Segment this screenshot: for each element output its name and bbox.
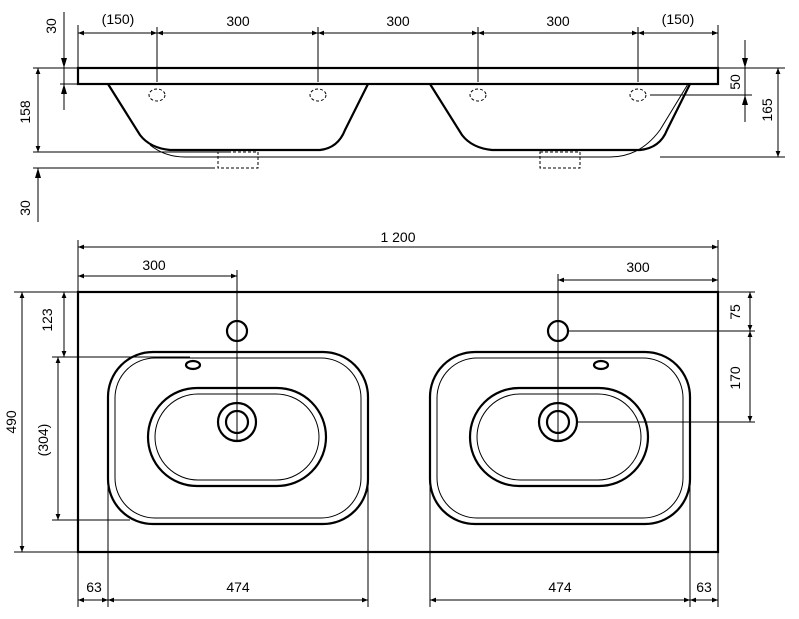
dim-label: 63 [696, 579, 712, 595]
dim-label: 165 [759, 98, 775, 122]
dim-label: (150) [102, 11, 135, 27]
dim-label: 474 [226, 579, 250, 595]
tap-hole [469, 88, 487, 102]
dim-label: 30 [43, 18, 59, 34]
left-drain-outline [217, 151, 259, 169]
side-view: (150) 300 300 300 (150) 30 158 30 50 165 [17, 11, 785, 222]
left-bowl-profile [107, 83, 369, 152]
dim-label: 300 [546, 13, 570, 29]
bowl-bottom-line [149, 83, 689, 158]
tap-hole [309, 88, 327, 102]
dim-label: 300 [626, 259, 650, 275]
dim-label: 300 [386, 13, 410, 29]
overflow-hole [592, 359, 610, 371]
dim-label: 158 [17, 100, 33, 124]
dim-label: 300 [226, 13, 250, 29]
tap-hole [148, 88, 166, 102]
plan-view: 1 200 300 300 490 123 (304) 75 170 63 47… [3, 229, 755, 607]
dim-label: 30 [17, 200, 33, 216]
dim-label: 1 200 [380, 229, 415, 245]
countertop-edge [76, 66, 720, 86]
dim-label: 300 [142, 257, 166, 273]
dim-label: 75 [727, 304, 743, 320]
dim-label: 170 [727, 366, 743, 390]
right-drain-outline [539, 151, 581, 169]
overflow-hole [184, 359, 202, 371]
dim-label: 123 [39, 308, 55, 332]
dim-label: (150) [662, 11, 695, 27]
dim-label: (304) [35, 424, 51, 457]
right-bowl-profile [429, 83, 691, 152]
dim-label: 50 [727, 74, 743, 90]
tap-hole [629, 88, 647, 102]
dim-label: 474 [548, 579, 572, 595]
left-basin [106, 319, 370, 526]
dim-label: 490 [3, 410, 19, 434]
dim-label: 63 [86, 579, 102, 595]
